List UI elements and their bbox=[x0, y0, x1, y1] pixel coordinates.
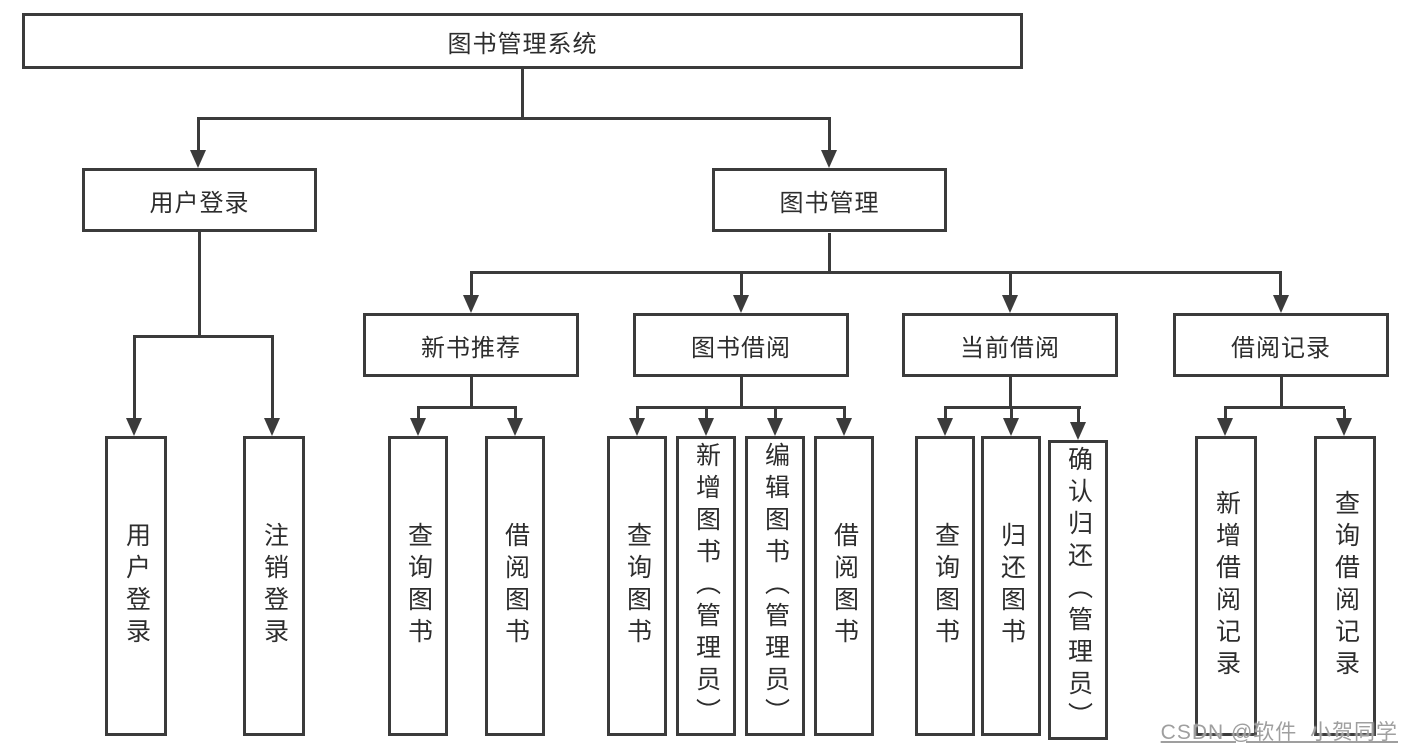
leaf-logout: 注销登录 bbox=[243, 436, 305, 736]
leaf-current-query-books: 查询图书 bbox=[915, 436, 975, 736]
connector-line bbox=[198, 232, 201, 336]
arrowhead-icon bbox=[463, 295, 479, 313]
arrowhead-icon bbox=[1070, 422, 1086, 440]
node-user-login: 用户登录 bbox=[82, 168, 317, 232]
arrowhead-icon bbox=[1003, 418, 1019, 436]
connector-line bbox=[133, 338, 136, 419]
connector-line bbox=[470, 271, 1282, 274]
arrowhead-icon bbox=[126, 418, 142, 436]
connector-line bbox=[774, 409, 777, 419]
leaf-borrow-add-books-admin: 新增图书（管理员） bbox=[676, 436, 736, 736]
connector-line bbox=[1077, 409, 1080, 423]
arrowhead-icon bbox=[1336, 418, 1352, 436]
connector-line bbox=[470, 377, 473, 407]
arrowhead-icon bbox=[507, 418, 523, 436]
connector-line bbox=[271, 338, 274, 419]
node-book-borrowing: 图书借阅 bbox=[633, 313, 849, 377]
leaf-current-return-books: 归还图书 bbox=[981, 436, 1041, 736]
connector-line bbox=[521, 69, 524, 118]
connector-line bbox=[828, 120, 831, 151]
connector-line bbox=[514, 409, 517, 419]
node-current-borrowing: 当前借阅 bbox=[902, 313, 1118, 377]
leaf-current-confirm-return-admin: 确认归还（管理员） bbox=[1048, 440, 1108, 740]
arrowhead-icon bbox=[264, 418, 280, 436]
connector-line bbox=[417, 409, 420, 419]
connector-line bbox=[843, 409, 846, 419]
connector-line bbox=[133, 335, 274, 338]
csdn-watermark: CSDN @软件_小贺同学 bbox=[1160, 721, 1398, 744]
node-book-system: 图书管理系统 bbox=[22, 13, 1023, 69]
connector-line bbox=[1009, 274, 1012, 296]
arrowhead-icon bbox=[836, 418, 852, 436]
node-borrowing-records: 借阅记录 bbox=[1173, 313, 1389, 377]
leaf-user-login: 用户登录 bbox=[105, 436, 167, 736]
connector-line bbox=[636, 406, 846, 409]
arrowhead-icon bbox=[821, 150, 837, 168]
connector-line bbox=[740, 377, 743, 407]
leaf-borrow-edit-books-admin: 编辑图书（管理员） bbox=[745, 436, 805, 736]
arrowhead-icon bbox=[698, 418, 714, 436]
connector-line bbox=[828, 233, 831, 272]
leaf-borrow-borrow-books: 借阅图书 bbox=[814, 436, 874, 736]
connector-line bbox=[636, 409, 639, 419]
connector-line bbox=[1343, 409, 1346, 419]
connector-line bbox=[740, 274, 743, 296]
arrowhead-icon bbox=[767, 418, 783, 436]
connector-line bbox=[1010, 409, 1013, 419]
connector-line bbox=[470, 274, 473, 296]
connector-line bbox=[1279, 274, 1282, 296]
connector-line bbox=[1224, 406, 1345, 409]
connector-line bbox=[944, 406, 1081, 409]
connector-line bbox=[944, 409, 947, 419]
arrowhead-icon bbox=[1002, 295, 1018, 313]
leaf-borrow-query-books: 查询图书 bbox=[607, 436, 667, 736]
connector-line bbox=[417, 406, 517, 409]
leaf-recommend-borrow-books: 借阅图书 bbox=[485, 436, 545, 736]
node-new-book-recommend: 新书推荐 bbox=[363, 313, 579, 377]
arrowhead-icon bbox=[1217, 418, 1233, 436]
arrowhead-icon bbox=[190, 150, 206, 168]
arrowhead-icon bbox=[629, 418, 645, 436]
leaf-records-add-record: 新增借阅记录 bbox=[1195, 436, 1257, 736]
connector-line bbox=[197, 120, 200, 151]
arrowhead-icon bbox=[733, 295, 749, 313]
connector-line bbox=[1009, 377, 1012, 407]
leaf-records-query-record: 查询借阅记录 bbox=[1314, 436, 1376, 736]
connector-line bbox=[705, 409, 708, 419]
arrowhead-icon bbox=[937, 418, 953, 436]
connector-line bbox=[1280, 377, 1283, 407]
leaf-recommend-query-books: 查询图书 bbox=[388, 436, 448, 736]
arrowhead-icon bbox=[1273, 295, 1289, 313]
arrowhead-icon bbox=[410, 418, 426, 436]
connector-line bbox=[1224, 409, 1227, 419]
node-book-management: 图书管理 bbox=[712, 168, 947, 232]
connector-line bbox=[197, 117, 831, 120]
